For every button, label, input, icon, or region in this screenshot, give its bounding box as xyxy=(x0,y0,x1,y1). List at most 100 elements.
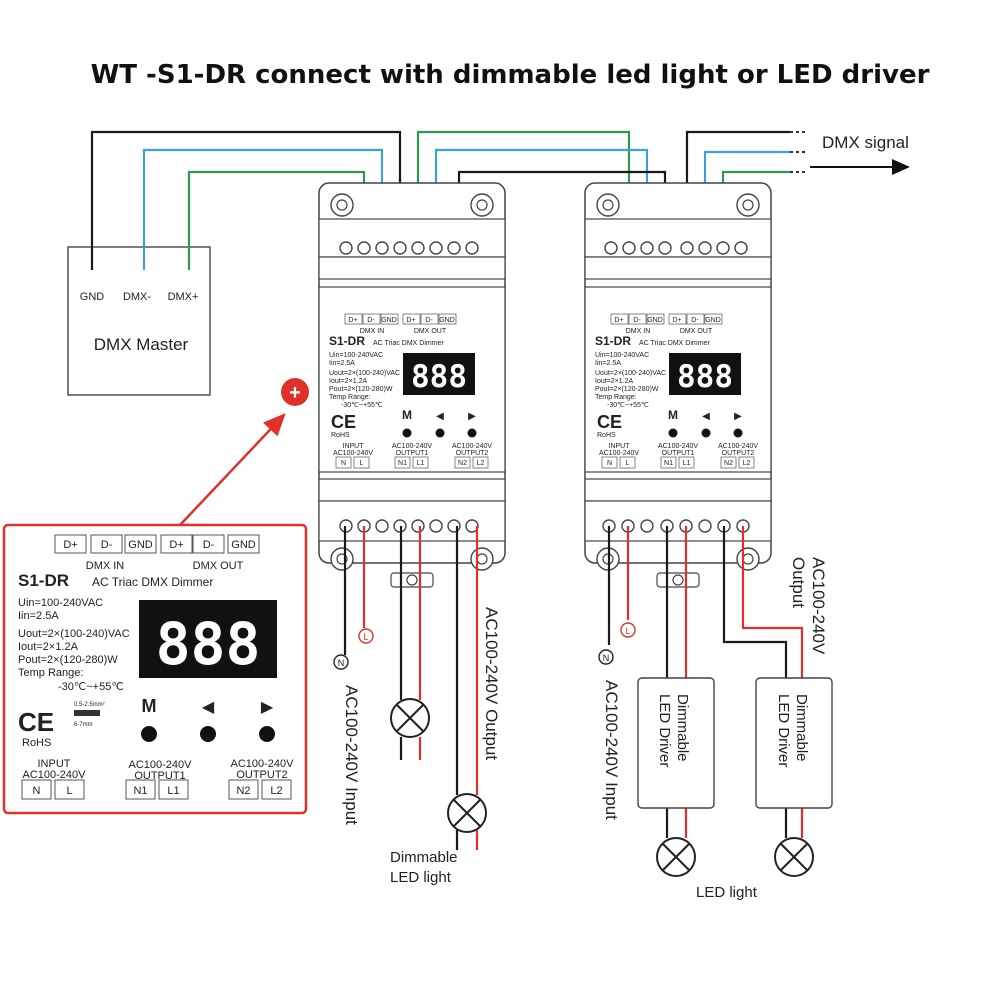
svg-text:RoHS: RoHS xyxy=(597,432,616,439)
svg-text:N2: N2 xyxy=(458,460,467,467)
svg-text:AC100-240V: AC100-240V xyxy=(333,450,373,457)
svg-text:INPUT: INPUT xyxy=(343,443,365,450)
svg-text:LED Driver: LED Driver xyxy=(775,694,792,767)
dmx-master: GND DMX- DMX+ DMX Master xyxy=(67,246,211,396)
svg-text:Uout=2×(100-240)VAC: Uout=2×(100-240)VAC xyxy=(329,370,400,377)
svg-text:OUTPUT2: OUTPUT2 xyxy=(722,450,755,457)
svg-text:Temp Range:: Temp Range: xyxy=(18,667,83,679)
right-button xyxy=(259,726,275,742)
lamp-icon xyxy=(774,837,814,877)
svg-text:AC100-240V: AC100-240V xyxy=(231,758,295,770)
svg-text:-30℃~+55℃: -30℃~+55℃ xyxy=(58,681,124,693)
svg-text:GND: GND xyxy=(128,539,153,551)
svg-text:L: L xyxy=(360,460,364,467)
svg-text:N: N xyxy=(338,658,345,668)
zoom-model: S1-DR xyxy=(18,571,69,590)
svg-text:INPUT: INPUT xyxy=(38,758,71,770)
svg-text:M: M xyxy=(668,408,678,422)
svg-text:Uout=2×(100-240)VAC: Uout=2×(100-240)VAC xyxy=(18,628,130,640)
svg-text:D-: D- xyxy=(101,539,113,551)
svg-text:Pout=2×(120-280)W: Pout=2×(120-280)W xyxy=(329,386,393,393)
dmx-master-title: DMX Master xyxy=(94,335,189,354)
svg-text:◀: ◀ xyxy=(702,411,710,422)
svg-text:AC100-240V: AC100-240V xyxy=(599,450,639,457)
left-input-label: AC100-240V Input xyxy=(342,685,361,825)
svg-text:OUTPUT1: OUTPUT1 xyxy=(134,770,185,782)
svg-text:Iout=2×1.2A: Iout=2×1.2A xyxy=(18,641,79,653)
svg-text:INPUT: INPUT xyxy=(609,443,631,450)
svg-text:888: 888 xyxy=(677,359,733,395)
svg-text:Iin=2.5A: Iin=2.5A xyxy=(329,360,355,367)
dmx-master-dmx-minus-label: DMX- xyxy=(123,291,151,303)
right-button-label: ▶ xyxy=(261,699,274,716)
svg-text:OUTPUT2: OUTPUT2 xyxy=(236,769,287,781)
svg-text:-30℃~+55℃: -30℃~+55℃ xyxy=(607,402,649,409)
ce-mark-icon: CE xyxy=(18,707,54,737)
svg-text:L1: L1 xyxy=(683,460,691,467)
svg-text:N: N xyxy=(603,653,610,663)
svg-text:Iin=2.5A: Iin=2.5A xyxy=(595,360,621,367)
svg-text:Temp Range:: Temp Range: xyxy=(329,394,371,401)
left-live-marker: L xyxy=(358,628,374,644)
svg-text:S1-DR: S1-DR xyxy=(329,334,365,348)
svg-text:L2: L2 xyxy=(477,460,485,467)
svg-text:N2: N2 xyxy=(724,460,733,467)
svg-text:L1: L1 xyxy=(417,460,425,467)
svg-text:N: N xyxy=(607,460,612,467)
svg-text:Temp Range:: Temp Range: xyxy=(595,394,637,401)
svg-text:D-: D- xyxy=(203,539,215,551)
device-2-label: D+ D- GND D+ D- GND DMX IN DMX OUT S1-DR… xyxy=(595,313,758,469)
svg-text:Uin=100-240VAC: Uin=100-240VAC xyxy=(18,597,103,609)
svg-text:S1-DR: S1-DR xyxy=(595,334,631,348)
svg-text:AC100-240V: AC100-240V xyxy=(23,769,87,781)
device-1-top-terminals xyxy=(339,241,479,255)
svg-text:AC Triac DMX Dimmer: AC Triac DMX Dimmer xyxy=(639,340,710,347)
zoom-dmx-in-label: DMX IN xyxy=(86,560,125,572)
svg-text:D+: D+ xyxy=(63,539,77,551)
svg-text:L2: L2 xyxy=(270,785,282,797)
device-2-top-terminals xyxy=(604,241,748,255)
svg-text:N1: N1 xyxy=(133,785,147,797)
left-load-label-1: Dimmable xyxy=(390,849,458,866)
svg-text:D-: D- xyxy=(425,317,433,324)
svg-text:AC100-240V: AC100-240V xyxy=(718,443,758,450)
zoom-dmx-out-label: DMX OUT xyxy=(193,560,244,572)
svg-text:DMX OUT: DMX OUT xyxy=(680,328,713,335)
zoom-arrow xyxy=(179,413,286,526)
zoomed-label-panel: D+ D- GND D+ D- GND DMX IN DMX OUT S1-DR… xyxy=(2,523,308,815)
mode-button-label: M xyxy=(142,696,157,716)
svg-text:Dimmable: Dimmable xyxy=(793,694,810,762)
svg-text:Iout=2×1.2A: Iout=2×1.2A xyxy=(595,378,633,385)
svg-text:D+: D+ xyxy=(169,539,183,551)
svg-text:L: L xyxy=(66,785,72,797)
svg-text:D+: D+ xyxy=(406,317,415,324)
svg-text:DMX IN: DMX IN xyxy=(360,328,385,335)
left-neutral-marker: N xyxy=(333,654,349,670)
lamp-icon xyxy=(656,837,696,877)
svg-text:Uin=100-240VAC: Uin=100-240VAC xyxy=(595,352,649,359)
svg-text:-30℃~+55℃: -30℃~+55℃ xyxy=(341,402,383,409)
device-1-bottom-terminals xyxy=(339,519,479,533)
svg-text:Uin=100-240VAC: Uin=100-240VAC xyxy=(329,352,383,359)
lamp-icon xyxy=(390,698,430,738)
device-1: D+ D- GND D+ D- GND DMX IN DMX OUT S1-DR… xyxy=(318,182,506,588)
svg-text:AC Triac DMX Dimmer: AC Triac DMX Dimmer xyxy=(373,340,444,347)
right-output-label-1: AC100-240V xyxy=(809,557,828,655)
mode-button xyxy=(141,726,157,742)
svg-text:GND: GND xyxy=(647,317,663,324)
right-input-label: AC100-240V Input xyxy=(602,680,621,820)
svg-text:N2: N2 xyxy=(236,785,250,797)
svg-text:N1: N1 xyxy=(398,460,407,467)
svg-text:◀: ◀ xyxy=(436,411,444,422)
right-live-marker: L xyxy=(620,622,636,638)
page-title: WT -S1-DR connect with dimmable led ligh… xyxy=(91,60,930,90)
svg-text:6-7mm: 6-7mm xyxy=(74,722,93,728)
svg-text:AC100-240V: AC100-240V xyxy=(392,443,432,450)
device-2-bottom-terminals xyxy=(602,519,750,533)
svg-text:D-: D- xyxy=(691,317,699,324)
left-power-wiring xyxy=(343,526,479,850)
left-button xyxy=(200,726,216,742)
svg-text:D+: D+ xyxy=(672,317,681,324)
svg-text:D+: D+ xyxy=(348,317,357,324)
svg-text:RoHS: RoHS xyxy=(22,737,51,749)
